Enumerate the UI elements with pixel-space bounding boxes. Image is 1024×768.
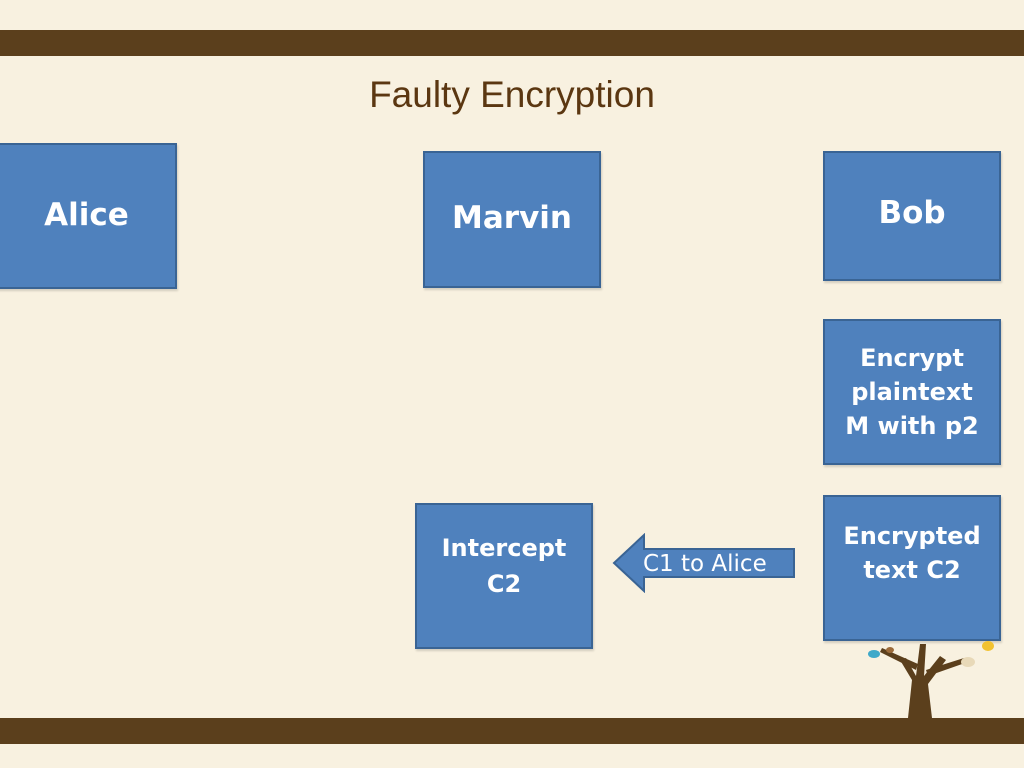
marvin-box: Marvin [423, 151, 601, 288]
alice-box: Alice [0, 143, 177, 289]
encrypted-line-1: Encrypted [843, 522, 981, 550]
tree-decoration-icon [868, 641, 994, 718]
bottom-decorative-band [0, 718, 1024, 744]
left-arrow-icon [612, 533, 795, 593]
bob-label: Bob [878, 195, 946, 231]
encrypt-plaintext-box: Encrypt plaintext M with p2 [823, 319, 1001, 465]
encrypted-line-2: text C2 [863, 556, 961, 584]
encrypt-line-3: M with p2 [845, 412, 979, 440]
top-decorative-band [0, 30, 1024, 56]
slide-title: Faulty Encryption [369, 74, 655, 115]
encrypt-line-2: plaintext [851, 378, 973, 406]
bob-box: Bob [823, 151, 1001, 281]
intercept-box: Intercept C2 [415, 503, 593, 649]
intercept-line-1: Intercept [441, 534, 567, 562]
marvin-label: Marvin [452, 200, 572, 236]
encrypt-line-1: Encrypt [860, 344, 964, 372]
encrypted-text-box: Encrypted text C2 [823, 495, 1001, 641]
alice-label: Alice [44, 197, 129, 233]
intercept-line-2: C2 [486, 570, 522, 598]
arrow-label: C1 to Alice [643, 551, 767, 577]
